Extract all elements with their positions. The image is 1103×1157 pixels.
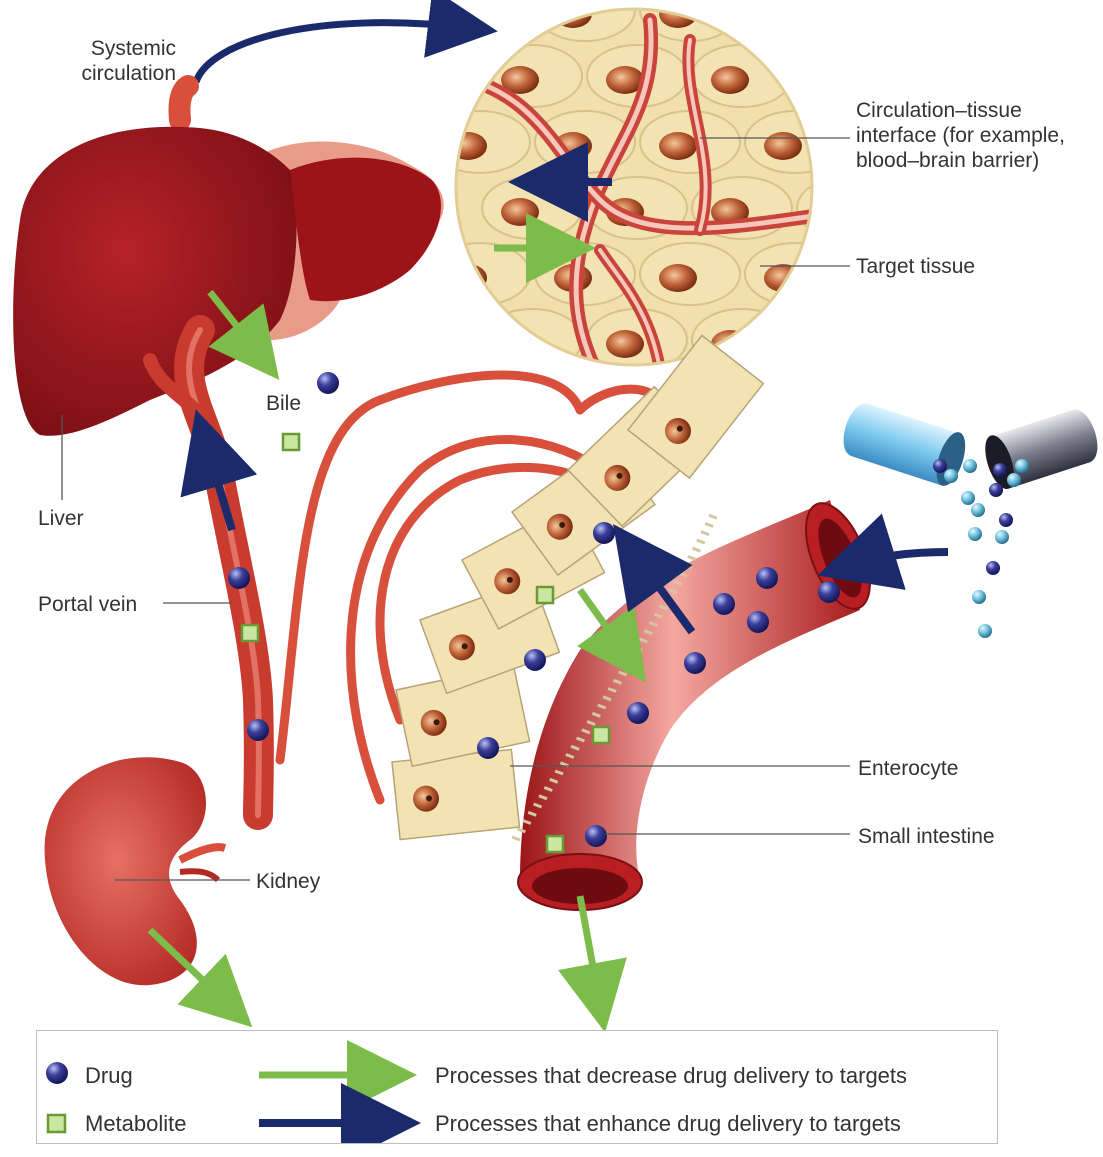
metabolite-particle: [283, 434, 299, 450]
tissue-cell: [850, 0, 950, 41]
metabolite-particle: [537, 587, 553, 603]
drug-particle: [247, 719, 269, 741]
systemic-circulation-label: Systemic circulation: [58, 36, 176, 86]
capsule-pellet: [978, 624, 992, 638]
tissue-cell: [902, 177, 1002, 239]
tissue-cell: [430, 0, 530, 41]
tissue-cell: [692, 45, 792, 107]
small-intestine-label: Small intestine: [858, 824, 995, 849]
kidney: [45, 757, 225, 985]
capsule: [838, 398, 1103, 492]
legend-metabolite-label: Metabolite: [85, 1111, 187, 1137]
capsule-pellet: [1015, 459, 1029, 473]
tissue-cell: [640, 111, 740, 173]
liver-label: Liver: [38, 506, 84, 531]
legend-decrease-label: Processes that decrease drug delivery to…: [435, 1063, 907, 1089]
legend-drug-label: Drug: [85, 1063, 133, 1089]
tissue-cell: [745, 0, 845, 41]
legend-enhance-label: Processes that enhance drug delivery to …: [435, 1111, 901, 1137]
tissue-cell: [482, 309, 582, 371]
drug-particle: [585, 825, 607, 847]
metabolite-particle: [547, 836, 563, 852]
drug-particle: [524, 649, 546, 671]
drug-particle: [818, 581, 840, 603]
capsule-pellet: [999, 513, 1013, 527]
capsule-pellet: [993, 463, 1007, 477]
target-tissue-label: Target tissue: [856, 254, 975, 279]
target-tissue-inset: [430, 0, 1002, 380]
legend-drug-icon: [46, 1062, 68, 1084]
legend-metabolite-icon: [48, 1115, 65, 1132]
bile-label: Bile: [266, 391, 301, 416]
capsule-pellet: [944, 469, 958, 483]
systemic-circulation-arrow: [196, 23, 470, 82]
drug-particle: [593, 522, 615, 544]
capsule-pellet: [995, 530, 1009, 544]
enterocyte-label: Enterocyte: [858, 756, 958, 781]
metabolite-particle: [242, 625, 258, 641]
tissue-cell: [797, 309, 897, 371]
hepatic-vein-vessel: [179, 86, 188, 120]
capsule-pellet: [968, 527, 982, 541]
capsule-pellet: [989, 483, 1003, 497]
drug-particle: [713, 593, 735, 615]
drug-particle: [756, 567, 778, 589]
drug-particle: [317, 372, 339, 394]
drug-particle: [747, 611, 769, 633]
circulation-tissue-interface-label: Circulation–tissue interface (for exampl…: [856, 98, 1065, 173]
capsule-pellet: [933, 459, 947, 473]
kidney-label: Kidney: [256, 869, 320, 894]
tissue-cell: [745, 111, 845, 173]
tissue-cell: [482, 177, 582, 239]
metabolite-particle: [593, 727, 609, 743]
capsule-pellet: [972, 590, 986, 604]
liver: [13, 127, 444, 436]
tissue-cell: [745, 243, 845, 305]
capsule-pellet: [961, 491, 975, 505]
drug-particle: [627, 702, 649, 724]
capsule-pellet: [963, 459, 977, 473]
faecal-excretion-arrow: [580, 896, 600, 1005]
tissue-cell: [640, 243, 740, 305]
portal-vein-label: Portal vein: [38, 592, 137, 617]
drug-particle: [684, 652, 706, 674]
capsule-pellet: [986, 561, 1000, 575]
legend: Drug Metabolite Processes that decrease …: [36, 1030, 998, 1144]
capsule-pellet: [971, 503, 985, 517]
tissue-cell: [902, 309, 1002, 371]
drug-particle: [477, 737, 499, 759]
capsule-pellet: [1007, 473, 1021, 487]
tissue-cell: [430, 111, 530, 173]
drug-particle: [228, 567, 250, 589]
